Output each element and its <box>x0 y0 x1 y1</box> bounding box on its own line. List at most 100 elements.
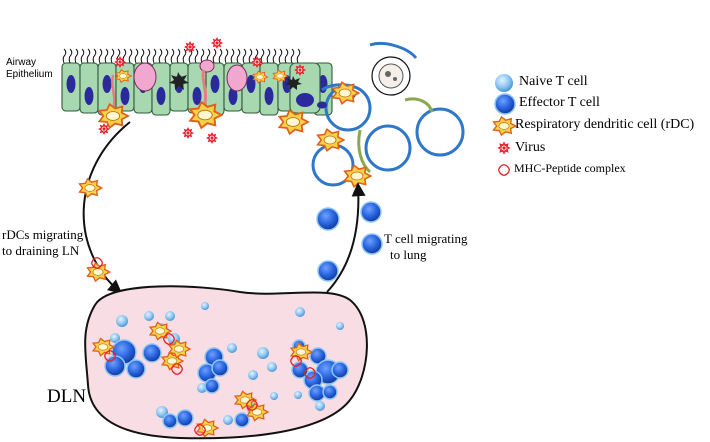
alveolus <box>415 107 465 157</box>
mhc-peptide-complex <box>498 164 510 176</box>
rdc-cell <box>167 339 192 359</box>
naive-t-cell-icon <box>495 74 513 92</box>
virus-particle <box>497 141 511 155</box>
effector-t-cell <box>322 384 338 400</box>
epithelium-label: Epithelium <box>6 69 53 80</box>
naive-t-cell <box>336 322 344 330</box>
goblet-cell <box>226 64 248 92</box>
mhc-peptide-complex <box>91 257 103 269</box>
naive-t-cell <box>144 311 154 321</box>
legend-label-mhc: MHC-Peptide complex <box>514 161 626 175</box>
lung-rdcs <box>316 81 373 188</box>
virus-particle <box>251 56 263 68</box>
rdc-cell <box>272 69 289 83</box>
rdc-cell <box>252 70 269 84</box>
legend-label-rdc: Respiratory dendritic cell (rDC) <box>515 117 695 132</box>
mhc-peptide-complex <box>104 350 116 362</box>
migrating-rdcs <box>78 177 112 283</box>
effector-t-cell <box>361 233 383 255</box>
legend-label-effector: Effector T cell <box>519 95 600 110</box>
lymph-node-cells <box>91 302 349 438</box>
epithelial-cell-layer <box>61 62 333 116</box>
effector-t-cell <box>317 260 339 282</box>
mhc-peptide-complex <box>163 333 175 345</box>
airway-label: Airway <box>6 57 37 68</box>
virus-particle <box>182 127 194 139</box>
naive-t-cell <box>315 401 325 411</box>
infected-cell-marker <box>169 72 189 90</box>
dln-label: DLN <box>47 386 87 407</box>
virus-particle <box>294 64 306 76</box>
rdc-cell <box>188 100 224 130</box>
rdc-cell <box>78 177 104 199</box>
effector-t-cell-icon <box>494 93 516 115</box>
goblet-cell <box>133 62 157 92</box>
cell-nucleus <box>210 75 220 93</box>
effector-t-cell <box>234 412 250 428</box>
virus-icon <box>497 141 511 155</box>
rdc-cell <box>195 418 220 438</box>
virus-particles <box>98 37 306 144</box>
cell-nucleus <box>296 93 314 107</box>
respiratory-dendritic-cell-icon <box>492 115 518 137</box>
effector-t-cell <box>360 201 382 223</box>
alveolus <box>371 56 411 96</box>
effector-t-cell <box>204 378 220 394</box>
cell-nucleus <box>66 75 76 93</box>
virus-particle <box>211 37 223 49</box>
rdc-cell <box>245 402 270 422</box>
cell-nucleus <box>228 87 238 105</box>
naive-t-cell <box>110 333 120 343</box>
tcell-migration-arrow <box>326 182 366 293</box>
naive-t-cell <box>201 302 209 310</box>
cell-nucleus <box>102 75 112 93</box>
cell-nucleus <box>264 87 274 105</box>
effector-t-cell <box>331 361 349 379</box>
rdc-cell <box>331 81 361 105</box>
cell-nucleus <box>120 87 130 105</box>
legend-label-naive: Naive T cell <box>519 74 588 89</box>
tcell-migration-label-line2: to lung <box>390 247 427 262</box>
mhc-peptide-complex-icon <box>498 164 510 176</box>
naive-t-cell <box>270 392 278 400</box>
virus-particle <box>206 132 218 144</box>
legend-label-virus: Virus <box>515 140 546 155</box>
naive-t-cell <box>165 311 175 321</box>
effector-t-cell <box>162 413 178 429</box>
mhc-peptide-complex <box>304 367 316 379</box>
infected-cell-marker <box>285 76 302 90</box>
naive-t-cell <box>294 391 302 399</box>
cell-nucleus <box>84 87 94 105</box>
airway-epithelium <box>61 48 333 116</box>
rdc-cell <box>277 108 311 136</box>
goblet-cell <box>199 59 215 73</box>
virus-particle <box>114 56 126 68</box>
epithelium-rdcs <box>97 68 311 136</box>
cell-nucleus <box>156 87 166 105</box>
rdc-migration-label-line1: rDCs migrating <box>2 227 84 242</box>
rdc-cell <box>343 164 373 188</box>
naive-t-cell <box>223 415 233 425</box>
rdc-cell <box>97 102 131 130</box>
rdc-migration-label-line2: to draining LN <box>2 243 80 258</box>
virus-particle <box>184 41 196 53</box>
rdc-cell <box>86 261 112 283</box>
naive-t-cell <box>248 370 258 380</box>
effector-t-cell <box>211 359 229 377</box>
naive-t-cell <box>227 343 237 353</box>
alveolar-macrophage <box>378 63 404 89</box>
mhc-peptide-complex <box>194 424 206 436</box>
effector-t-cell <box>142 343 162 363</box>
naive-t-cell <box>116 315 128 327</box>
alveolar-wall <box>404 97 434 113</box>
virus-particle <box>98 123 110 135</box>
rdc-cell <box>316 128 346 152</box>
tcell-migration-label-line1: T cell migrating <box>384 231 468 246</box>
cilia <box>62 48 301 64</box>
effector-t-cell <box>126 359 146 379</box>
naive-t-cell <box>295 307 305 317</box>
naive-t-cell <box>257 347 269 359</box>
effector-t-cell <box>104 355 126 377</box>
rdc-cell <box>114 68 133 84</box>
effector-t-cell <box>316 207 340 231</box>
